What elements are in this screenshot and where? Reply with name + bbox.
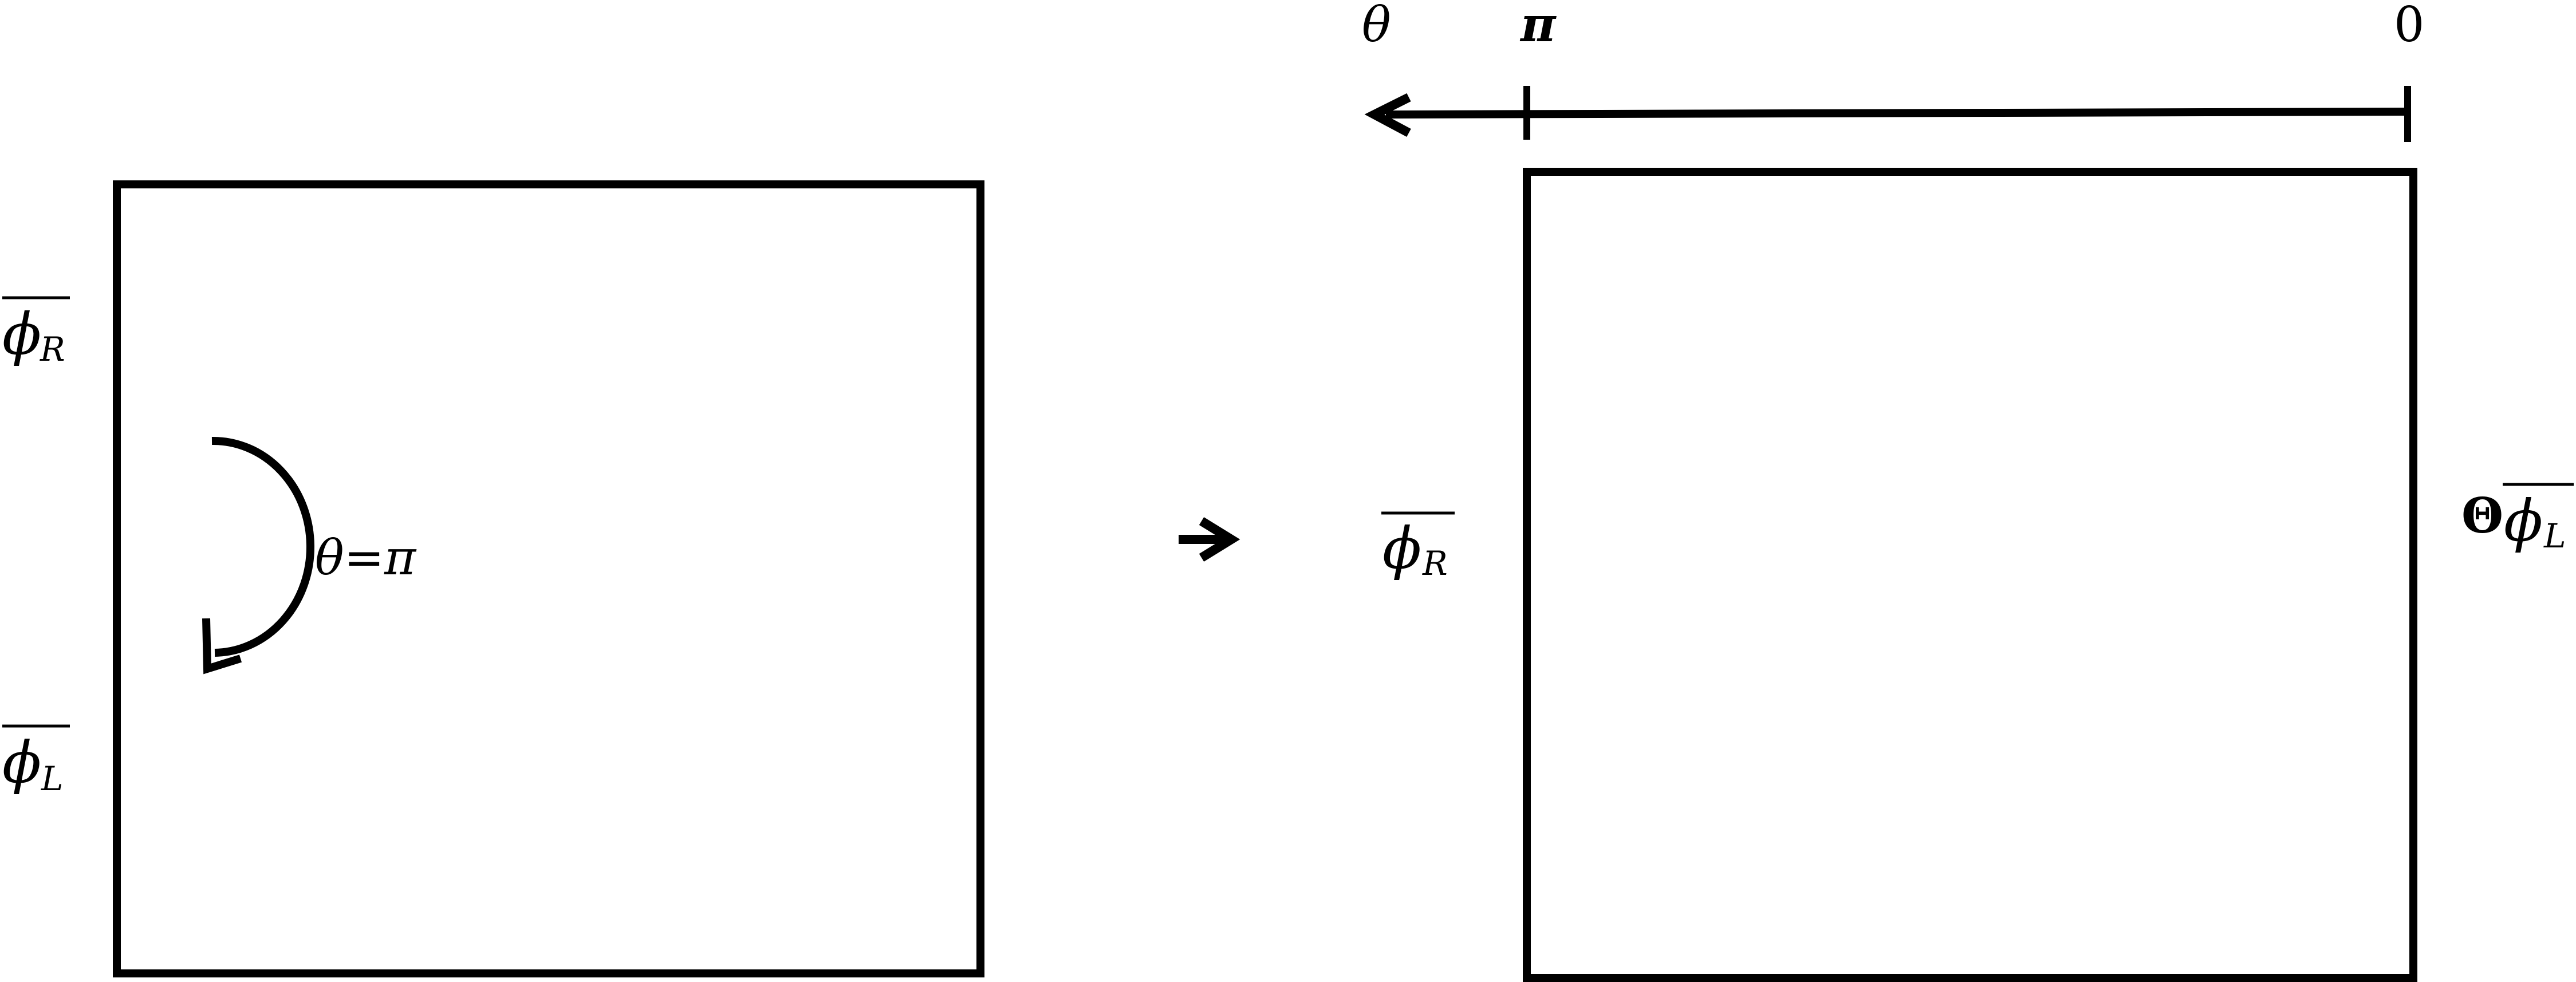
right-phi-l-label: Θ ϕ L — [2461, 483, 2574, 555]
rotation-arc-arrow — [211, 436, 315, 657]
theta-axis-line — [1385, 108, 2408, 119]
left-phi-l-label: ϕ L — [2, 724, 70, 798]
right-phi-r-subscript: R — [1422, 544, 1448, 583]
theta-axis-zero-label: 0 — [2394, 0, 2424, 53]
rotation-label: θ=π — [315, 530, 417, 586]
transition-arrowhead — [1199, 517, 1240, 562]
theta-axis-arrowhead — [1364, 93, 1411, 137]
left-phi-l-subscript: L — [41, 759, 64, 798]
right-phi-r-symbol: ϕ — [1382, 515, 1421, 582]
theta-axis-pi-label: π — [1519, 0, 1557, 53]
rotation-arrowhead — [202, 618, 242, 675]
left-square — [113, 180, 984, 977]
left-phi-r-symbol: ϕ — [2, 301, 41, 368]
right-panel: θ π 0 ϕ R Θ ϕ L — [1362, 0, 2574, 982]
transition-arrow — [1179, 517, 1240, 562]
theta-axis: θ π 0 — [1362, 0, 2424, 142]
right-phi-l-symbol: ϕ — [2504, 487, 2543, 554]
right-theta-prefix: Θ — [2461, 487, 2503, 544]
right-square — [1523, 168, 2417, 982]
left-phi-r-label: ϕ R — [2, 296, 70, 369]
left-panel: ϕ R ϕ L θ=π — [2, 180, 984, 977]
theta-axis-label: θ — [1362, 0, 1391, 53]
left-phi-r-subscript: R — [40, 330, 65, 369]
right-phi-r-label: ϕ R — [1381, 511, 1455, 583]
right-phi-l-subscript: L — [2543, 516, 2566, 555]
left-phi-l-symbol: ϕ — [2, 729, 41, 796]
